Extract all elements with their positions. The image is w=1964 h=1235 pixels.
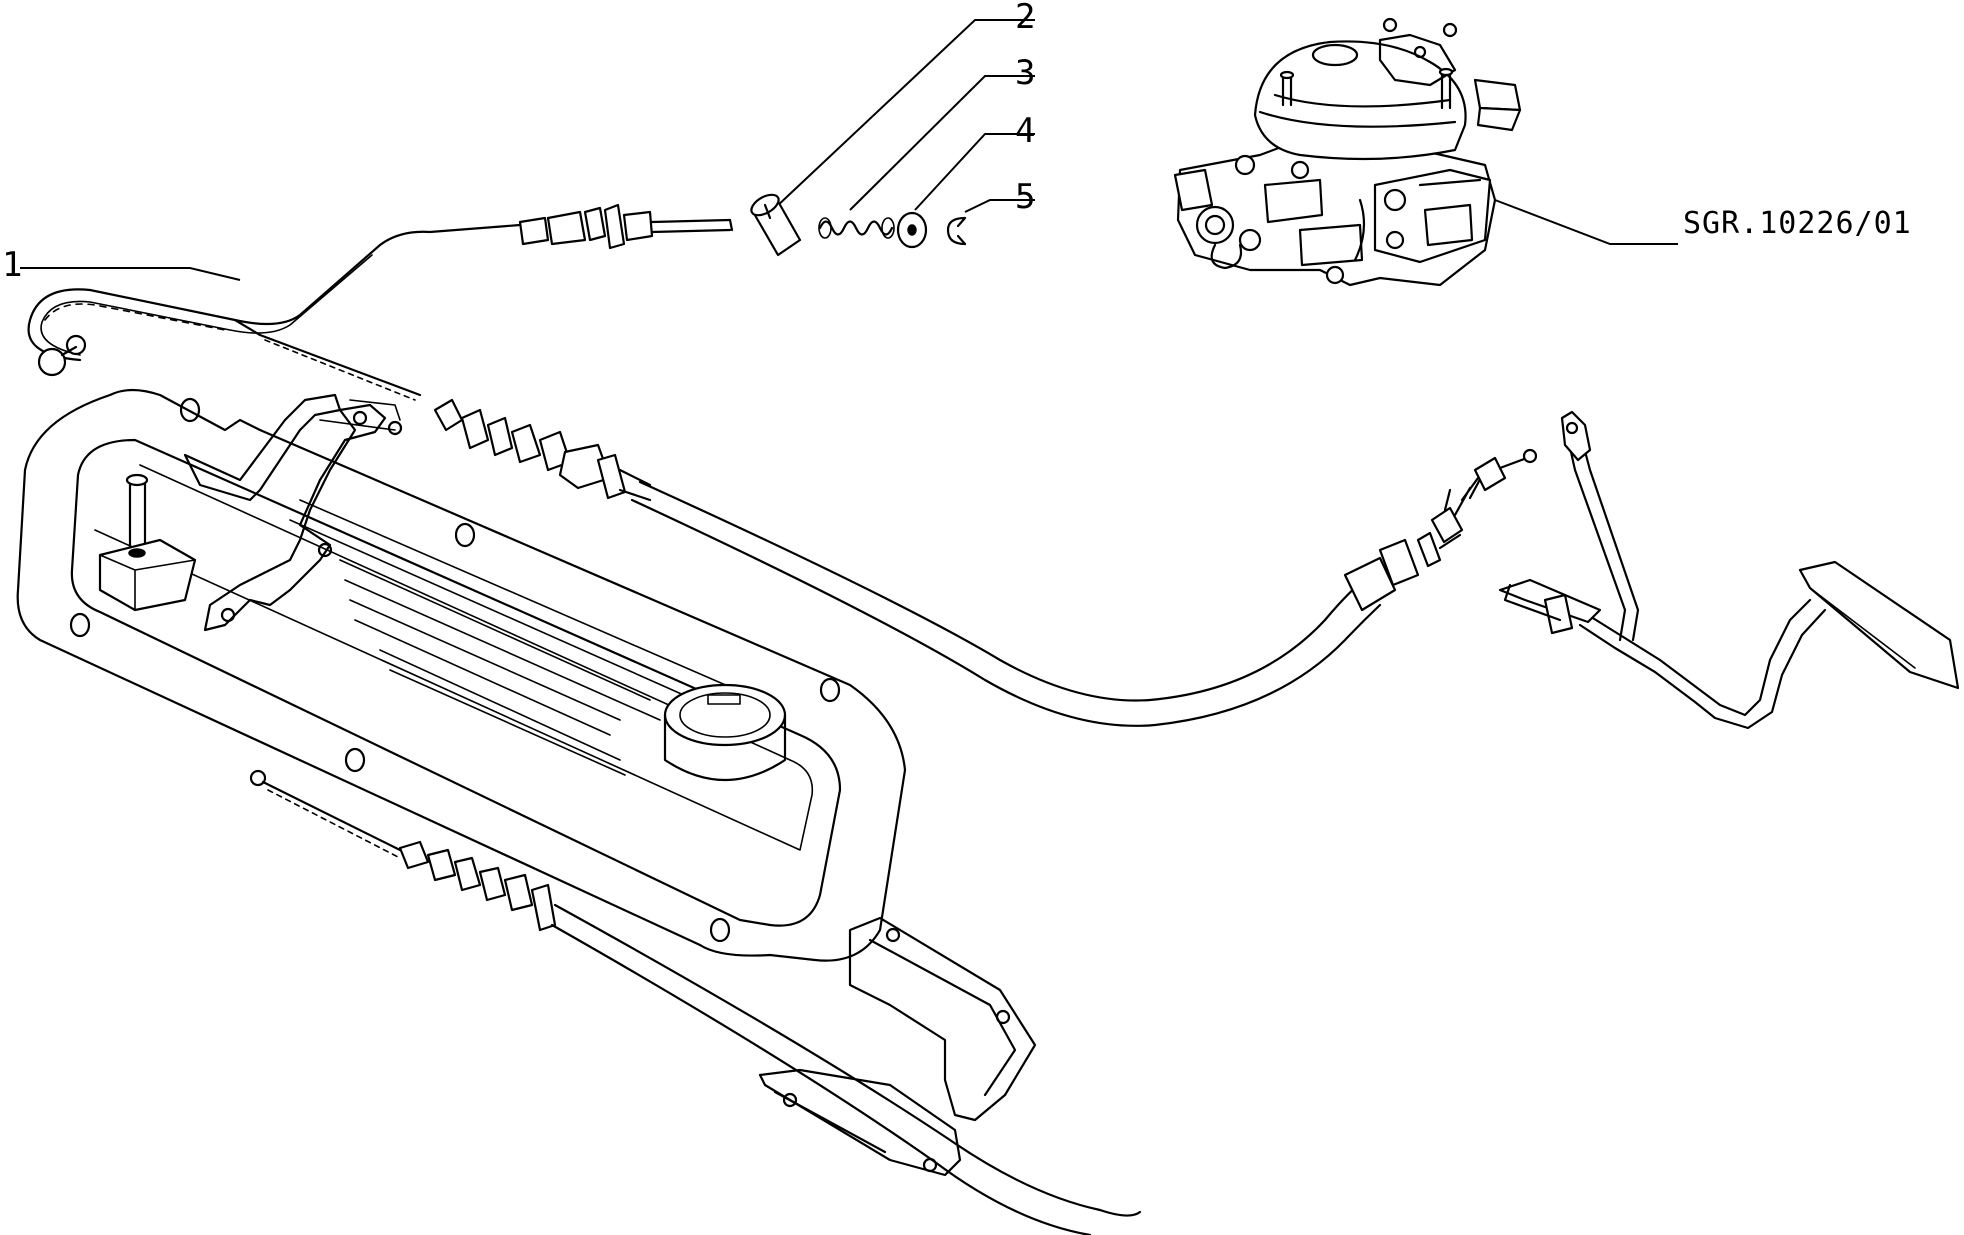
- callout-label-4: 4: [1015, 111, 1035, 151]
- callout-label-2: 2: [1015, 0, 1035, 37]
- throttle-cable-lower: [249, 769, 1142, 1235]
- accelerator-pedal: [1498, 410, 1960, 730]
- valve-cover: [16, 388, 907, 962]
- callout-label-5: 5: [1015, 177, 1035, 217]
- leader-line-2: [774, 19, 1035, 209]
- leader-line-1: [20, 267, 241, 281]
- small-parts: [750, 193, 967, 257]
- leader-line-reference: [1494, 199, 1678, 245]
- callout-label-3: 3: [1015, 53, 1035, 93]
- throttle-cable-upper: [27, 203, 1538, 727]
- leader-line-4: [914, 133, 1035, 211]
- drawing-reference-code: SGR.10226/01: [1683, 206, 1912, 241]
- leader-line-5: [964, 199, 1035, 213]
- callout-label-1: 1: [2, 245, 22, 285]
- callout-group: 1 2 3 4 5 SGR.10226/01: [2, 0, 1912, 285]
- carburetor: [1173, 17, 1522, 287]
- leader-line-3: [849, 75, 1035, 211]
